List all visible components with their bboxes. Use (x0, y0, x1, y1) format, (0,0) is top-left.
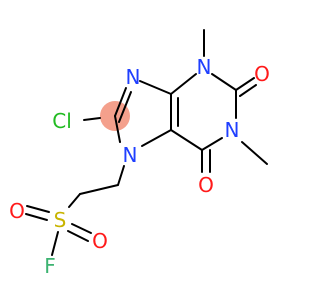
bond-s-o1 (26, 205, 50, 213)
atom-nitrogen-9: N (126, 65, 141, 89)
atom-oxygen-6: O (198, 173, 214, 197)
atom-nitrogen-1: N (225, 118, 240, 142)
bond-s-f (51, 231, 59, 256)
bond-n1-c6 (201, 137, 223, 151)
bond-c8-cl (83, 117, 101, 121)
atom-sulfur: S (54, 208, 67, 232)
bond-c8-n9 (114, 87, 127, 117)
bond-n9-c4 (139, 80, 172, 95)
atom-chlorine: Cl (52, 109, 72, 133)
atom-fluorine: F (44, 254, 56, 278)
molecule-diagram: Cl N N N N O O S O O F (9, 29, 270, 278)
bond-n1-methyl (241, 141, 268, 165)
atom-nitrogen-7: N (123, 143, 138, 167)
atom-nitrogen-3: N (197, 55, 212, 79)
bond-s-o2-double (67, 230, 89, 242)
bond-s-o2 (71, 223, 92, 234)
bond-c2-o2-double (239, 84, 257, 97)
bond-n3-c2 (211, 73, 237, 91)
bond-ch2-ch2 (79, 184, 119, 195)
molecule-svg: Cl N N N N O O S O O F (9, 29, 270, 278)
bond-c8-n9-double (118, 91, 132, 123)
atom-oxygen-s1: O (9, 199, 25, 223)
bond-ch2-s (68, 193, 81, 208)
atom-oxygen-s2: O (92, 229, 108, 253)
bond-n7-ch2 (117, 165, 125, 186)
bond-c2-o2 (235, 77, 255, 91)
bond-s-o1-double (25, 213, 48, 221)
bond-c6-c5 (170, 129, 203, 151)
bond-c5-n7 (141, 129, 172, 147)
atom-oxygen-2: O (254, 62, 270, 86)
bond-c4-n3 (170, 73, 197, 95)
bond-n7-c8 (114, 115, 121, 143)
